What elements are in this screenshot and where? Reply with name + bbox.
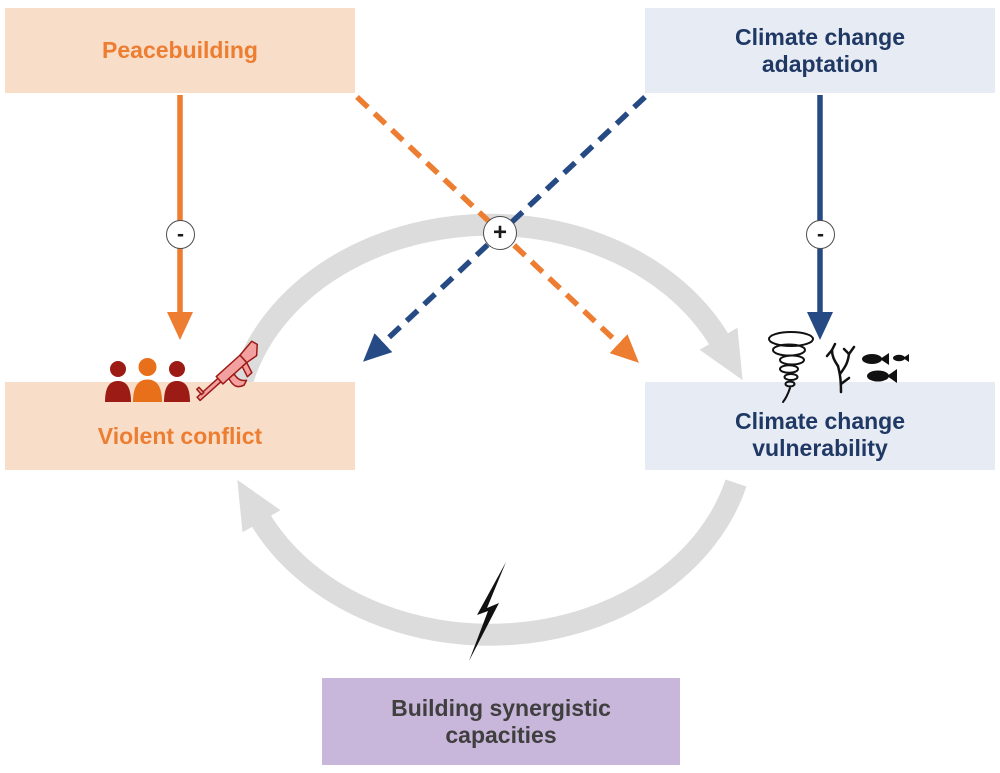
- cycle-arrow-bottom: [237, 479, 747, 646]
- plus-badge-cross-links: +: [483, 216, 517, 250]
- synergistic-capacities-box: Building synergistic capacities: [322, 678, 680, 765]
- climate-vulnerability-label-line1: Climate change: [735, 408, 905, 434]
- peacebuilding-label: Peacebuilding: [102, 37, 258, 63]
- rifle-icon: [196, 340, 258, 402]
- violent-conflict-label: Violent conflict: [97, 423, 263, 449]
- minus-badge-peacebuilding: -: [166, 220, 195, 249]
- coral-icon: [825, 342, 856, 394]
- fish-icon: [862, 353, 909, 383]
- adaptation-to-conflict-dashed-arrow: [363, 94, 647, 362]
- lightning-icon: [469, 562, 506, 661]
- peacebuilding-box: Peacebuilding: [5, 8, 355, 93]
- climate-vulnerability-box: Climate change vulnerability: [645, 382, 995, 470]
- violent-conflict-box: Violent conflict: [5, 382, 355, 470]
- climate-vulnerability-label-line2: vulnerability: [752, 435, 888, 461]
- minus-badge-adaptation: -: [806, 220, 835, 249]
- tornado-icon: [768, 331, 814, 403]
- climate-adaptation-box: Climate change adaptation: [645, 8, 995, 93]
- synergistic-capacities-label-line1: Building synergistic: [391, 694, 611, 721]
- people-icon: [105, 358, 190, 402]
- climate-adaptation-label-line1: Climate change: [735, 23, 905, 50]
- synergistic-capacities-label-line2: capacities: [445, 721, 557, 748]
- climate-adaptation-label-line2: adaptation: [761, 50, 879, 77]
